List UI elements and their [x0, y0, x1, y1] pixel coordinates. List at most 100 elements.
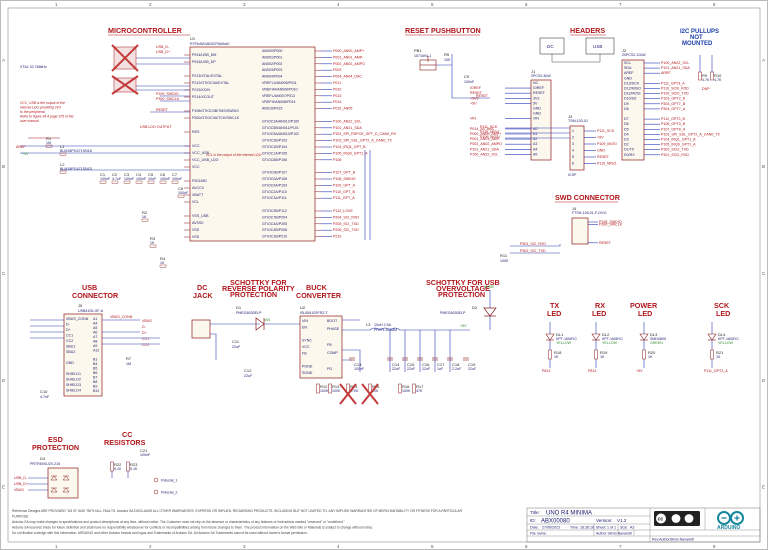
j1-pin-label: A3 — [533, 142, 537, 146]
j1-pin-net: P014_A0_DAC — [470, 127, 495, 131]
j1-pin-label: 5V — [533, 101, 538, 105]
j1-part: 2PCS2-8LW — [531, 74, 551, 78]
mcu-right-net: P111_GPT_A — [333, 196, 355, 200]
j3-ref: J3 — [568, 114, 573, 119]
grid-col-bottom: 2 — [149, 544, 152, 549]
dcjack-c-value: 22uF — [232, 345, 241, 349]
buck-left-pin: SYNC — [302, 339, 312, 343]
j1-pin-net: P001_AN01_AMP- — [470, 137, 501, 141]
j2-pin-net: P303_GPT7_B — [661, 102, 686, 106]
mcu-left-net: P109_SWDIO — [156, 92, 179, 96]
mcu-left-net: USB_D- — [156, 45, 170, 49]
mcu-passive-ref: C7 — [172, 172, 178, 177]
led-resistor-symbol — [710, 349, 714, 360]
mcu-right-net: P000_AN00_AMP+ — [333, 49, 364, 53]
grid-col-top: 4 — [337, 2, 340, 7]
mcu-ref: U1 — [190, 36, 196, 41]
j2-pin-label: D2 — [624, 143, 629, 147]
mcu-right-pin: GTIOC5A/AN010/P102 — [262, 132, 299, 136]
led-r-value: 1K — [600, 355, 605, 359]
schottky-usb-line1: SCHOTTKY FOR USB — [426, 278, 500, 287]
tb-title: UNO R4 MINIMA — [546, 511, 592, 517]
mcu-left-pin: P213/XTAL/EXTAL — [192, 74, 222, 78]
j3-part: TSM-103-01 — [568, 119, 588, 123]
usb-net: CC1 — [142, 337, 149, 341]
j2-pin-label: D5 — [624, 127, 629, 131]
buck-res-value: 47K — [416, 389, 423, 393]
section-title-dcjack: DC JACK — [193, 283, 213, 300]
buck-part: ISL854102FRZ-T — [300, 311, 329, 315]
dcjack-c-ref: C11 — [232, 339, 240, 344]
buck-inductor-part: PRPN-103MM — [374, 328, 397, 332]
grid-col-top: 5 — [431, 2, 434, 7]
dnp-crystal-bottom — [111, 75, 139, 95]
mcu-right-pins: AN000/P000AN001/P001AN002/P002AN003/P003… — [262, 49, 321, 239]
mcu-passive-ref: C6 — [160, 172, 166, 177]
mcu-right-net: P204_SCI_RXD — [333, 215, 359, 219]
mcu-right-net: P003 — [333, 68, 341, 72]
section-title-headers: HEADERS — [570, 26, 605, 35]
buck-cap-value: 22uF — [422, 367, 431, 371]
reset-button — [419, 56, 437, 71]
grid-col-bottom: 4 — [337, 544, 340, 549]
mcu-left-net: RESET — [156, 108, 169, 112]
usb-pins: VBUS_CONND-D+CC1CC2SBU1SBU2GNDSHIELD1SHI… — [66, 317, 152, 393]
tb-sheet: 1 of 1 — [607, 526, 616, 530]
j2-pin-net: P109_SCI0_TXD — [661, 92, 689, 96]
buck-res-ref: R17 — [416, 384, 424, 389]
j2-pin-net: P302_SCI2_TXD — [661, 148, 689, 152]
section-title-reset: RESET PUSHBUTTON — [405, 26, 481, 35]
usb-r-ref: R7 — [126, 356, 132, 361]
j2-pin-net: P107_GPT8_A — [661, 127, 686, 131]
usb-pin-num: B7 — [93, 376, 97, 380]
usb-pin-num: B9 — [93, 385, 97, 389]
icsp-label: ICSP — [568, 173, 577, 177]
buck-caps: C13100nFC1422uFC1522uFC1622uFC171uFC182.… — [349, 357, 477, 371]
buck-resistor-symbol — [412, 383, 416, 394]
icsp-pin-num: 4 — [572, 149, 574, 153]
buck-in-label: VIN — [264, 318, 270, 322]
usb-c-ref: C10 — [40, 389, 48, 394]
crystal-label: XTAL 32.768kHz — [20, 65, 47, 69]
schottky-rev-line3: PROTECTION — [230, 290, 277, 299]
tb-author: Silvio Navaretti — [608, 532, 632, 536]
cc-res-value: 5.1K — [114, 467, 122, 471]
grid-col-bottom: 1 — [55, 544, 58, 549]
j2-pin-net: P100_AN22_SCL — [661, 61, 689, 65]
mcu-passive-ref: C3 — [124, 172, 130, 177]
buck-cap-ref: C15 — [407, 362, 415, 367]
j1-pin-label: A0 — [533, 127, 537, 131]
passive-symbol — [99, 180, 107, 184]
usb-pin-label: D- — [66, 323, 71, 327]
usb-ref: J5 — [78, 303, 83, 308]
led-symbol — [591, 333, 601, 341]
mcu-right-net: P004_AN04_DAC — [333, 75, 362, 79]
usb-c-value: 4.7nF — [40, 395, 50, 399]
reset-ref: PB1 — [414, 48, 422, 53]
pullup-value: 4.7K — [702, 78, 710, 82]
tb-date: 27/06/2023 — [542, 526, 560, 530]
led-r-value: 1K — [716, 355, 721, 359]
buck-right-pin: FB — [327, 343, 332, 347]
buck-cap-value: 22uF — [407, 367, 416, 371]
mcu-right-pin: AN010/P015 — [262, 107, 282, 111]
buck-cap-ref: C18 — [452, 362, 460, 367]
mcu-left-pin: AVCC0 — [192, 186, 204, 190]
swd-net: RESET — [599, 241, 612, 245]
tx-led-line1: TX — [550, 301, 559, 310]
swd-extra-net-1: P301_SCI_RXD — [520, 242, 546, 246]
usb-net: VBUS — [142, 319, 152, 323]
mcu-left-pin: P914/USB_DM — [192, 53, 216, 57]
buck-right-pin: PG — [327, 367, 332, 371]
plus5v-label-mcu: +5V — [22, 152, 29, 156]
usb-pin-num: A9 — [93, 344, 97, 348]
j1-pin-net: P002_AN02_AMPO — [470, 142, 502, 146]
reset-r-value: 10K — [444, 58, 451, 62]
icsp-net: +5V — [597, 136, 604, 140]
usb-pin-label: D+ — [66, 328, 71, 332]
mcu-right-pin: VREFH/AN008/P014 — [262, 100, 296, 104]
passive-symbol — [171, 180, 179, 184]
led-symbol — [545, 333, 555, 341]
